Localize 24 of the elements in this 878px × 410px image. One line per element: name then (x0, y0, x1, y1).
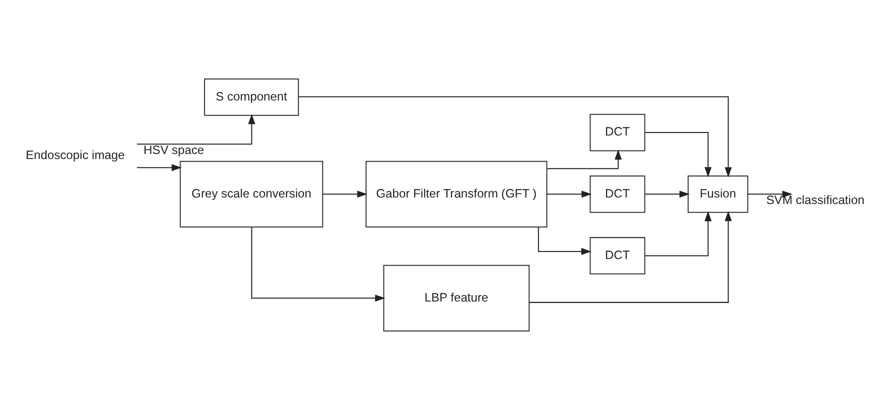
arrow (644, 211, 712, 256)
node-text: Endoscopic image (25, 148, 124, 162)
node-box: Grey scale conversion (179, 160, 323, 228)
arrow (747, 190, 792, 198)
arrow (250, 227, 385, 302)
node-box: S component (204, 78, 298, 116)
edge-label: HSV space (143, 142, 204, 157)
node-box: DCT (589, 175, 645, 213)
arrow (528, 210, 732, 303)
arrow (644, 132, 712, 178)
arrow (546, 150, 622, 170)
node-box: DCT (589, 114, 645, 152)
arrow (537, 227, 591, 255)
node-box: DCT (589, 237, 645, 274)
node-box: LBP feature (382, 264, 530, 332)
node-box: Gabor Filter Transform (GFT ) (365, 160, 547, 228)
arrow (136, 114, 255, 145)
edge-label: SVM classification (766, 192, 864, 207)
arrow (546, 190, 592, 198)
arrow (644, 190, 690, 198)
arrow (298, 96, 732, 178)
arrow (136, 164, 182, 172)
arrow (322, 190, 367, 198)
node-box: Fusion (687, 175, 748, 213)
